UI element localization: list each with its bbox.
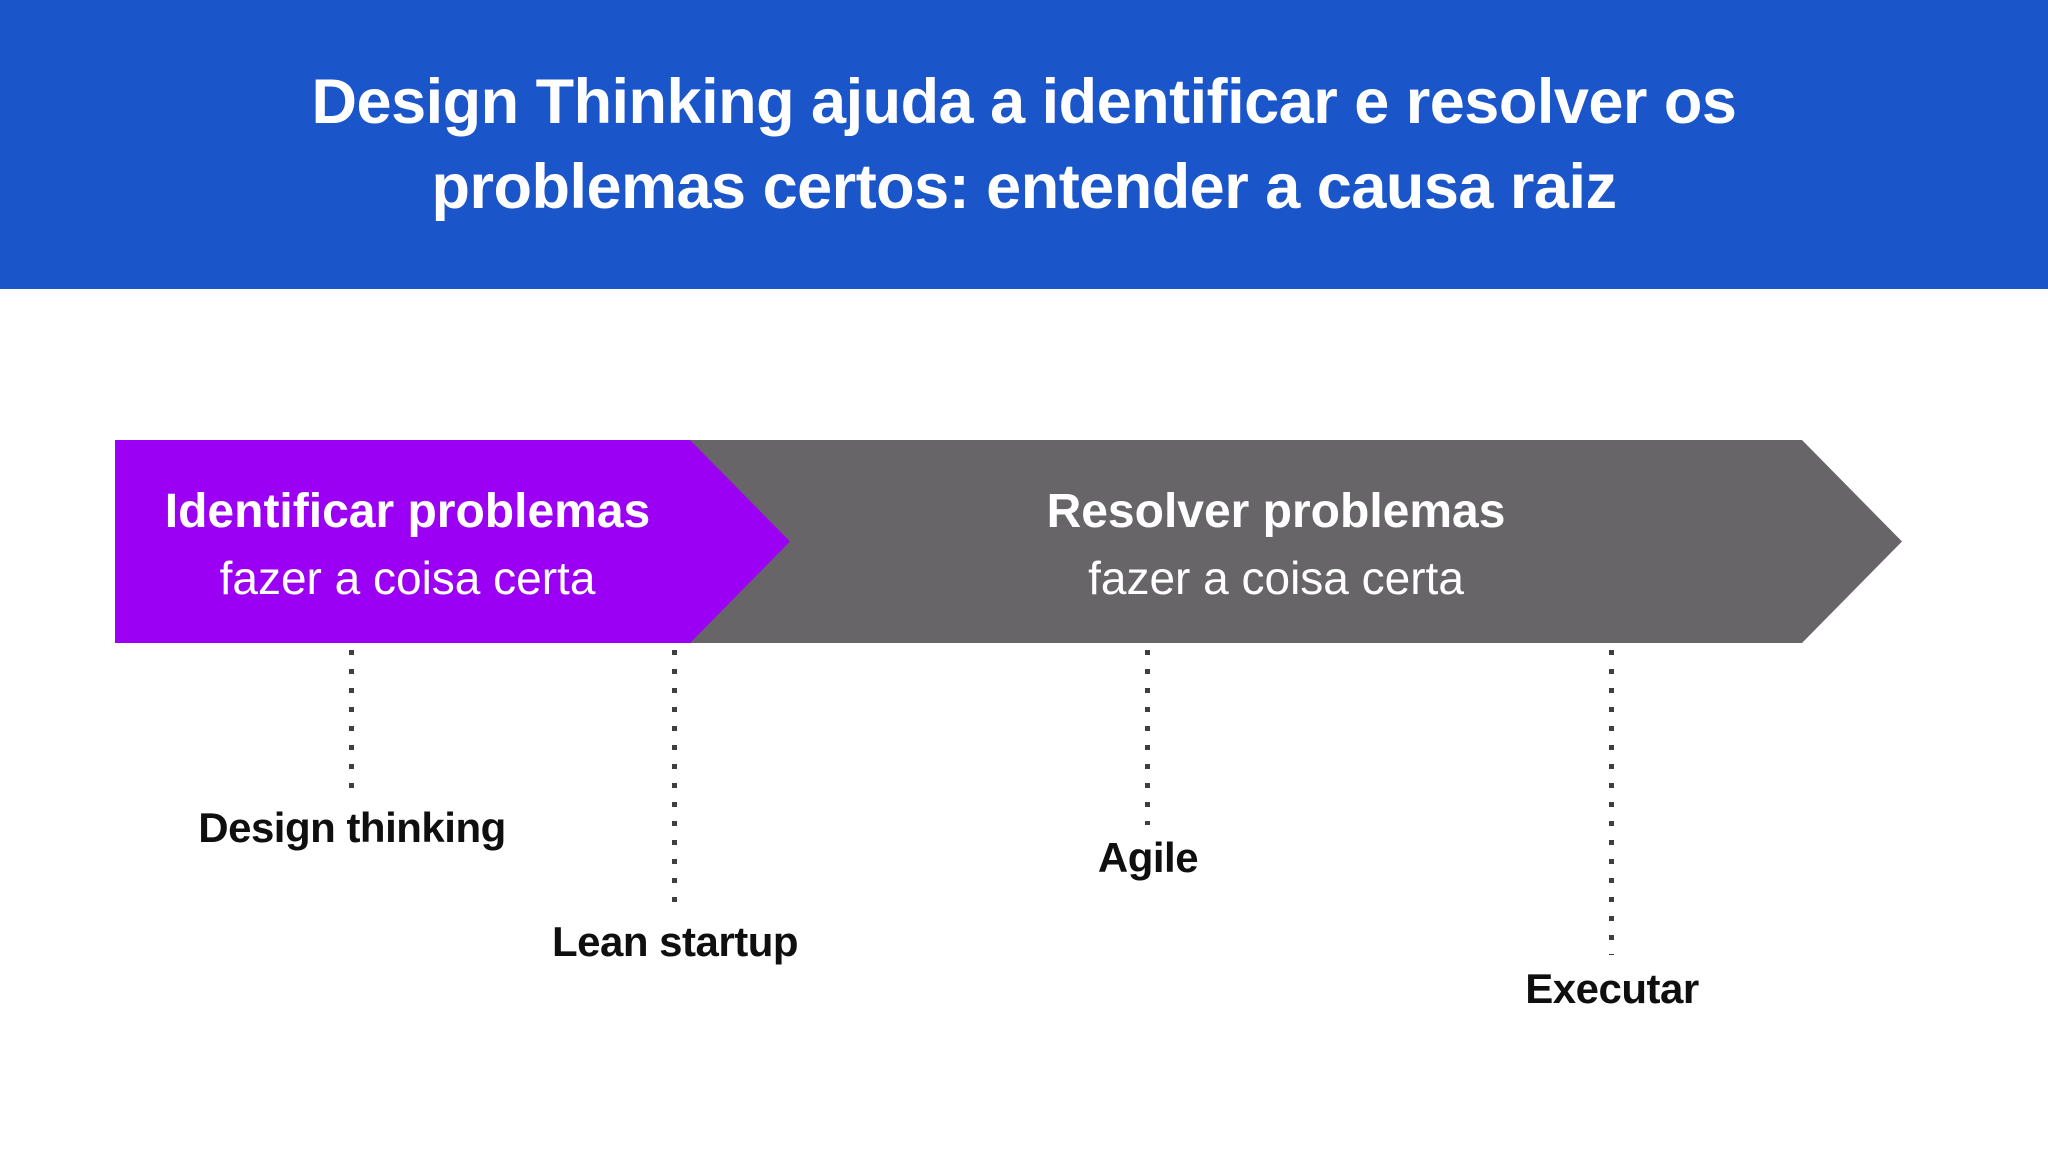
milestone-label-agile: Agile [1097,834,1199,881]
dotted-line-executar [1609,650,1614,955]
arrow-identificar-problemas: Identificar problemas fazer a coisa cert… [115,440,790,643]
milestone-label-design-thinking: Design thinking [198,804,506,851]
arrow-identificar-title: Identificar problemas [164,484,651,538]
milestone-label-executar: Executar [1525,965,1699,1012]
dotted-line-design-thinking [349,650,354,796]
page-title-line-2: problemas certos: entender a causa raiz [431,151,1617,222]
arrow-resolver-title: Resolver problemas [1046,484,1506,538]
arrow-resolver-subtitle: fazer a coisa certa [1088,551,1464,604]
dotted-line-agile [1145,650,1150,825]
milestone-label-lean-startup: Lean startup [551,918,799,965]
page-title-line-1: Design Thinking ajuda a identificar e re… [311,66,1737,137]
arrow-identificar-subtitle: fazer a coisa certa [219,551,596,604]
arrow-resolver-problemas: Resolver problemas fazer a coisa certa [690,440,1902,643]
header-banner: Design Thinking ajuda a identificar e re… [0,0,2048,289]
dotted-line-lean-startup [672,650,677,902]
